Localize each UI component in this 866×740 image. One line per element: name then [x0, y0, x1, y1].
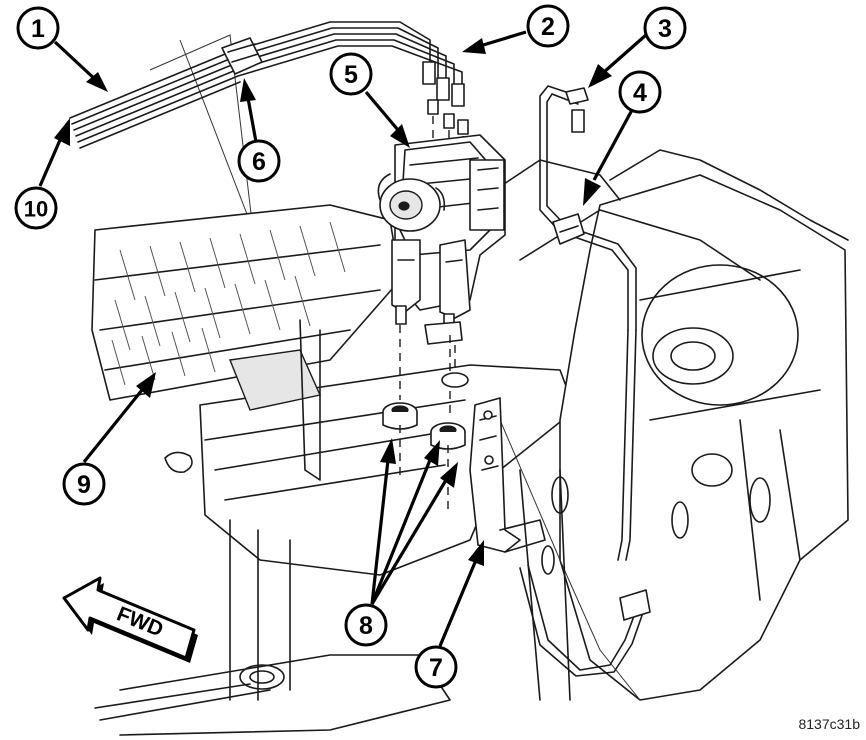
callout-4: 4 [618, 70, 662, 114]
callout-1: 1 [16, 6, 60, 50]
callout-10-label: 10 [24, 197, 48, 222]
callout-7: 7 [414, 645, 458, 689]
callout-3: 3 [643, 6, 687, 50]
cowl-panel-part-9 [91, 204, 401, 481]
callout-leaders [38, 30, 648, 647]
callout-3-label: 3 [658, 15, 672, 43]
callout-1-label: 1 [31, 15, 45, 43]
isolator-grommets-part-8 [382, 325, 469, 510]
callout-10: 10 [14, 186, 58, 230]
mounting-bracket-part-7 [469, 397, 546, 553]
callout-2-label: 2 [541, 13, 555, 41]
abs-module-part-5 [377, 134, 506, 345]
figure-code: 8137c31b [798, 716, 860, 732]
callout-7-label: 7 [429, 654, 443, 682]
callout-5: 5 [329, 52, 373, 96]
callout-6: 6 [237, 139, 281, 183]
callout-9-label: 9 [77, 471, 91, 499]
callout-2: 2 [526, 4, 570, 48]
callout-4-label: 4 [633, 79, 647, 107]
callout-6-label: 6 [252, 148, 266, 176]
brake-tubes-part-1 [69, 21, 469, 165]
brake-tube-part-3 [519, 85, 651, 677]
callout-9: 9 [62, 462, 106, 506]
callout-8: 8 [344, 603, 388, 647]
callout-8-label: 8 [359, 612, 373, 640]
forward-direction-arrow: FWD [62, 576, 198, 663]
callout-5-label: 5 [344, 61, 358, 89]
tube-clip-part-6 [221, 37, 263, 75]
